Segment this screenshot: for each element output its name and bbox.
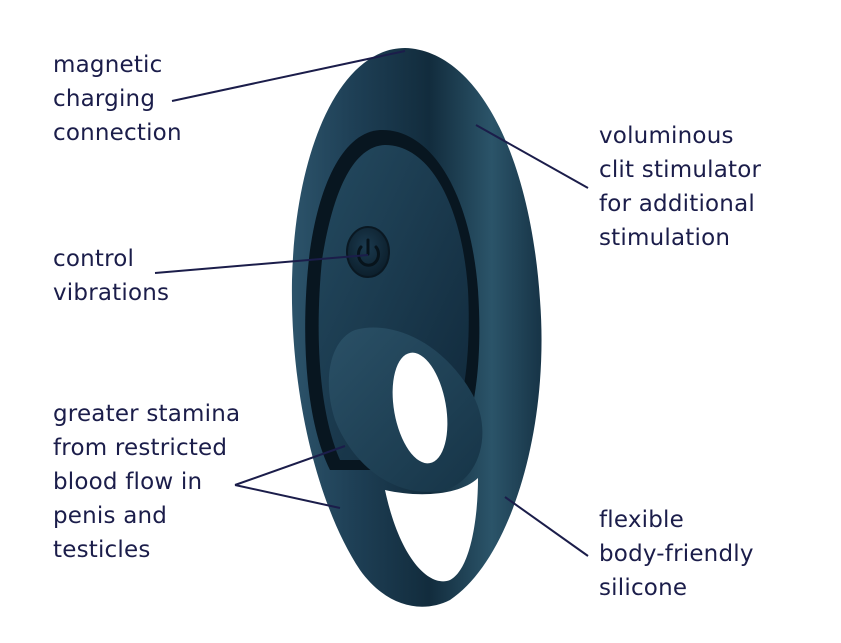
callout-text-line: testicles [53,537,151,563]
callout-text-line: clit stimulator [599,157,762,183]
callout-text-line: charging [53,86,156,112]
callout-greater-stamina: greater stamina from restricted blood fl… [53,397,240,567]
callout-text-line: control [53,246,135,272]
callout-text-line: body-friendly [599,541,754,567]
testicle-ring-opening [385,478,478,582]
callout-text-line: greater stamina [53,401,241,427]
callout-magnetic-charging: magnetic charging connection [53,48,182,150]
callout-text-line: from restricted [53,435,228,461]
power-icon [357,238,380,267]
penis-ring-hole [392,352,448,464]
callout-text-line: magnetic [53,52,163,78]
leader-lines [154,50,589,557]
callout-control-vibrations: control vibrations [53,242,169,310]
callout-text-line: vibrations [53,280,170,306]
callout-text-line: for additional [599,191,755,217]
callout-silicone: flexible body-friendly silicone [599,503,754,605]
callout-text-line: penis and [53,503,168,529]
callout-text-line: connection [53,120,182,146]
callout-text-line: flexible [599,507,684,533]
callout-text-line: silicone [599,575,688,601]
callout-text-line: blood flow in [53,469,203,495]
power-button [346,226,390,278]
callout-clit-stimulator: voluminous clit stimulator for additiona… [599,119,761,255]
callout-text-line: stimulation [599,225,731,251]
callout-text-line: voluminous [599,123,734,149]
